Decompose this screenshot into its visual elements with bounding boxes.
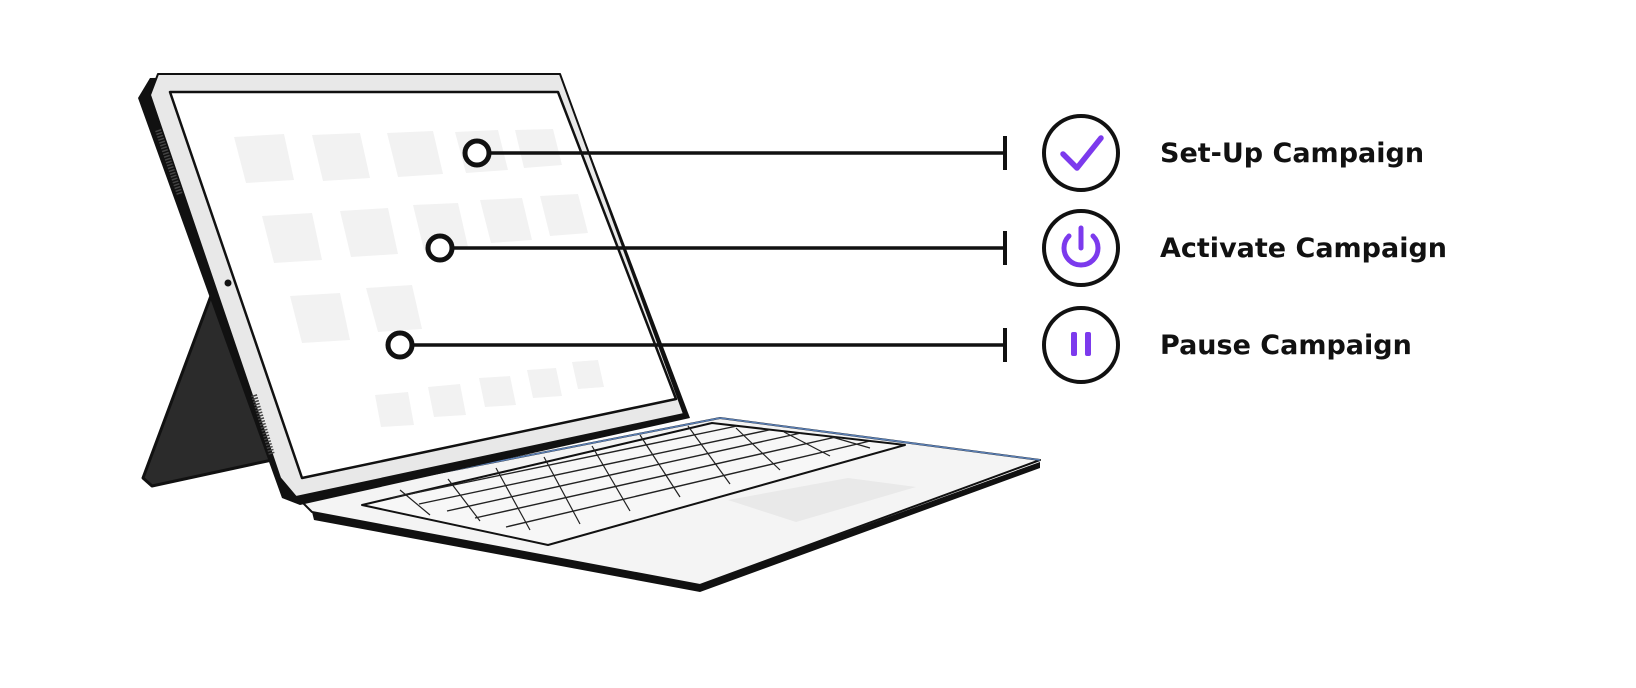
callout-anchor-dot — [462, 138, 492, 168]
step-label-pause-campaign: Pause Campaign — [1160, 330, 1412, 361]
pause-icon — [1042, 306, 1120, 384]
step-label-setup-campaign: Set-Up Campaign — [1160, 138, 1425, 169]
keyboard-keys — [361, 422, 906, 546]
callout-setup — [462, 136, 1007, 170]
checkmark-icon — [1042, 114, 1120, 192]
app-grid — [234, 129, 604, 427]
step-label-activate-campaign: Activate Campaign — [1160, 233, 1448, 264]
camera-dot — [224, 279, 232, 287]
callout-activate — [425, 231, 1007, 265]
callout-pause — [385, 328, 1007, 362]
callout-anchor-dot — [385, 330, 415, 360]
trackpad — [728, 478, 916, 522]
power-icon — [1042, 209, 1120, 287]
callout-anchor-dot — [425, 233, 455, 263]
